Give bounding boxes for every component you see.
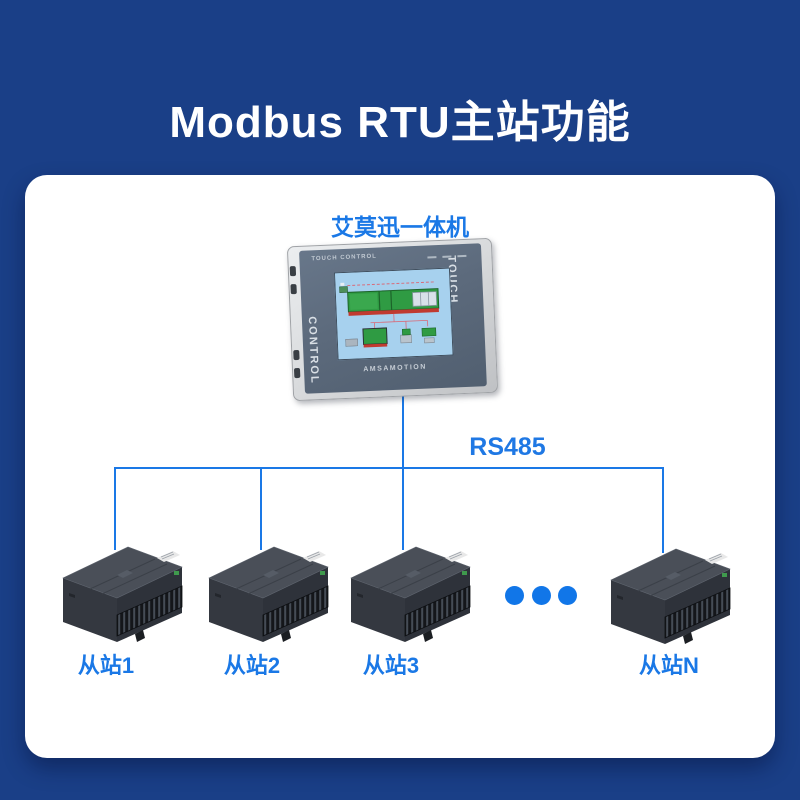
hmi-top-text: TOUCH CONTROL bbox=[311, 253, 378, 263]
hmi-screen bbox=[333, 267, 454, 361]
hmi-indicator-light bbox=[457, 254, 467, 258]
plc-module-2 bbox=[203, 545, 333, 645]
hmi-port bbox=[290, 283, 297, 295]
plc-module-3 bbox=[345, 545, 475, 645]
hmi-indicator-light bbox=[427, 256, 437, 259]
hmi-port bbox=[293, 349, 300, 361]
plc-module-1 bbox=[57, 545, 187, 645]
plc-module-graphic bbox=[350, 546, 471, 643]
hmi-port bbox=[293, 367, 301, 379]
plc-module-n bbox=[605, 547, 735, 647]
plc-module-graphic bbox=[208, 546, 329, 643]
slave-label-1: 从站1 bbox=[77, 653, 135, 678]
hmi-port bbox=[289, 266, 297, 277]
ellipsis-dot bbox=[531, 585, 551, 605]
page-title: Modbus RTU主站功能 bbox=[169, 98, 631, 147]
slave-label-n: 从站N bbox=[639, 653, 699, 678]
ellipsis-dot bbox=[558, 585, 577, 605]
hmi-device-label: 艾莫迅一体机 bbox=[331, 214, 469, 240]
hmi-bezel: TOUCH CONTROL CONTROL TOUCH bbox=[299, 243, 487, 394]
ellipsis-dot bbox=[505, 585, 524, 605]
plc-module-graphic bbox=[610, 548, 731, 645]
hmi-brand-text: AMSAMOTION bbox=[363, 363, 427, 374]
hmi-device: TOUCH CONTROL CONTROL TOUCH bbox=[286, 237, 499, 402]
plc-module-graphic bbox=[62, 546, 183, 643]
slave-label-2: 从站2 bbox=[223, 653, 281, 678]
ellipsis-dots bbox=[505, 585, 577, 605]
rs485-label: RS485 bbox=[469, 433, 546, 461]
slave-label-3: 从站3 bbox=[362, 653, 420, 678]
hmi-screen-diagram bbox=[335, 268, 453, 360]
